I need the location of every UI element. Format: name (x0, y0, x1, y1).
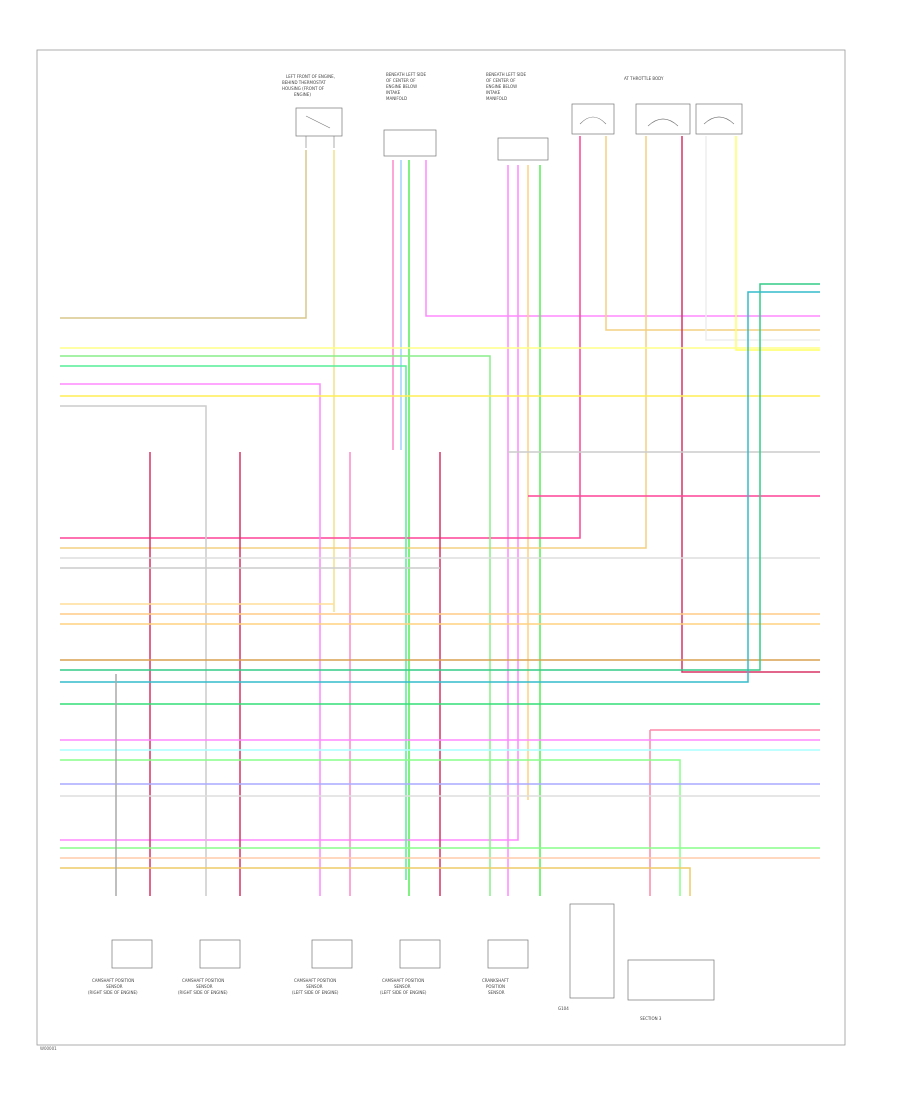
top-component-2-label-line-2: OF CENTER OF (386, 78, 416, 83)
footer-code: W00001 (40, 1046, 57, 1051)
bottom-component-7-label: SECTION 3 (640, 1016, 662, 1021)
top-component-3-label-line-2: OF CENTER OF (486, 78, 516, 83)
bottom-component-4-label-line-2: SENSOR (394, 984, 411, 989)
top-component-2-label-line-3: ENGINE BELOW (386, 84, 417, 89)
bottom-component-4-label-line-3: (LEFT SIDE OF ENGINE) (380, 990, 427, 995)
top-component-3: BENEATH LEFT SIDE OF CENTER OF ENGINE BE… (486, 72, 549, 161)
diagram-frame (36, 49, 846, 1046)
top-component-1-label-line-2: BEHIND THERMOSTAT (282, 80, 326, 85)
top-component-3-label-line-1: BENEATH LEFT SIDE (486, 72, 526, 77)
top-component-2-label-line-4: INTAKE (386, 90, 401, 95)
top-component-3-label-line-3: ENGINE BELOW (486, 84, 517, 89)
bottom-component-3-label-line-3: (LEFT SIDE OF ENGINE) (292, 990, 339, 995)
bottom-component-5-label-line-3: SENSOR (488, 990, 505, 995)
top-component-2-label-line-1: BENEATH LEFT SIDE (386, 72, 426, 77)
top-component-4: AT THROTTLE BODY (571, 76, 743, 135)
top-component-4-label: AT THROTTLE BODY (624, 76, 664, 81)
bottom-component-1-label-line-1: CAMSHAFT POSITION (92, 978, 134, 983)
bottom-component-4-label-line-1: CAMSHAFT POSITION (382, 978, 424, 983)
top-component-1-label-line-4: ENGINE) (294, 92, 311, 97)
bottom-component-2-label-line-1: CAMSHAFT POSITION (182, 978, 224, 983)
bottom-components: CAMSHAFT POSITION SENSOR (RIGHT SIDE OF … (88, 903, 715, 1021)
bottom-component-2-label-line-2: SENSOR (196, 984, 213, 989)
bottom-component-6-label: G104 (558, 1006, 569, 1011)
top-component-3-label-line-5: MANIFOLD (486, 96, 507, 101)
top-component-3-label-line-4: INTAKE (486, 90, 501, 95)
bottom-component-3-label-line-1: CAMSHAFT POSITION (294, 978, 336, 983)
top-component-1-label-line-1: LEFT FRONT OF ENGINE, (286, 74, 335, 79)
bottom-component-3-label-line-2: SENSOR (306, 984, 323, 989)
top-component-1: LEFT FRONT OF ENGINE, BEHIND THERMOSTAT … (282, 74, 343, 148)
bottom-component-1-label-line-2: SENSOR (106, 984, 123, 989)
top-component-1-label-line-3: HOUSING (FRONT OF (282, 86, 325, 91)
top-component-2-label-line-5: MANIFOLD (386, 96, 407, 101)
wires (60, 136, 820, 896)
bottom-component-1-label-line-3: (RIGHT SIDE OF ENGINE) (88, 990, 138, 995)
bottom-component-2-label-line-3: (RIGHT SIDE OF ENGINE) (178, 990, 228, 995)
bottom-component-5-label-line-1: CRANKSHAFT (482, 978, 509, 983)
bottom-component-5-label-line-2: POSITION (486, 984, 505, 989)
top-component-2: BENEATH LEFT SIDE OF CENTER OF ENGINE BE… (383, 72, 437, 157)
